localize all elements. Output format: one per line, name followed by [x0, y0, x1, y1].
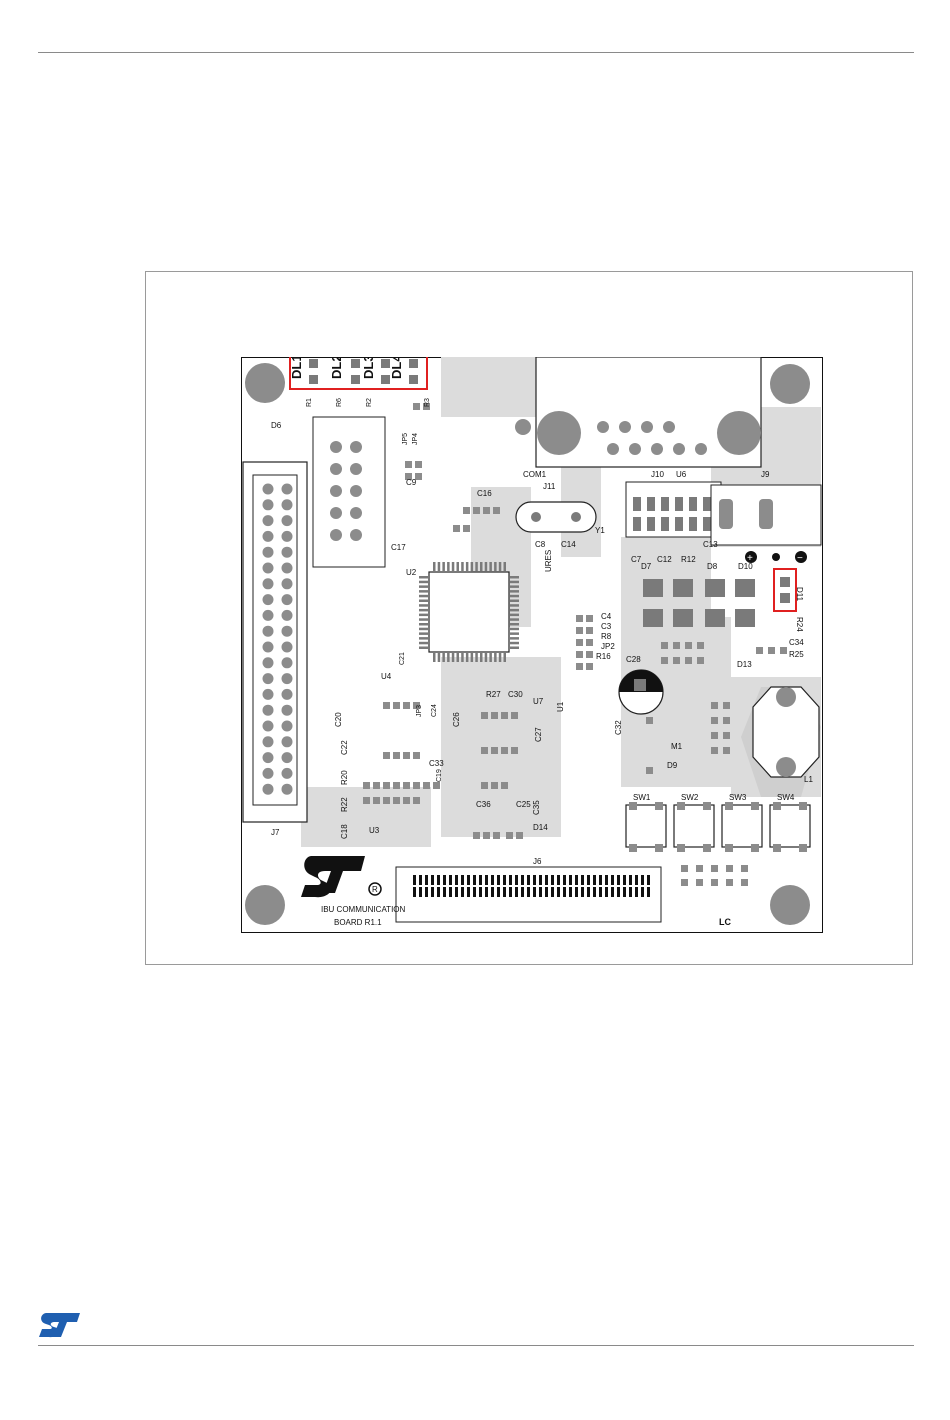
st-logo-icon [39, 1313, 80, 1338]
c25-label: C25 [516, 800, 531, 809]
r20-label: R20 [340, 770, 349, 785]
jp4-label: JP4 [412, 433, 419, 445]
c9-label: C9 [406, 478, 417, 487]
u4-label: U4 [381, 672, 392, 681]
u2-label: U2 [406, 568, 417, 577]
c16-label: C16 [477, 489, 492, 498]
u6-label: U6 [676, 470, 687, 479]
svg-text:+: + [747, 553, 753, 564]
board-title-line2: BOARD R1.1 [334, 918, 382, 927]
r16-label: R16 [596, 652, 611, 661]
d7-label: D7 [641, 562, 652, 571]
d13-label: D13 [737, 660, 752, 669]
r8-label: R8 [601, 632, 612, 641]
c22-label: C22 [340, 740, 349, 755]
m1-label: M1 [671, 742, 683, 751]
j9-label: J9 [761, 470, 770, 479]
svg-text:−: − [797, 553, 803, 564]
c34-label: C34 [789, 638, 804, 647]
c32-label: C32 [614, 720, 623, 735]
com1-label: COM1 [523, 470, 547, 479]
c28-label: C28 [626, 655, 641, 664]
c13-label: C13 [703, 540, 718, 549]
sw1-label: SW1 [633, 793, 651, 802]
c19-label: C19 [436, 769, 443, 782]
u3-label: U3 [369, 826, 380, 835]
c14-label: C14 [561, 540, 576, 549]
r27-label: R27 [486, 690, 501, 699]
c26-label: C26 [452, 712, 461, 727]
d10-label: D10 [738, 562, 753, 571]
c35-label: C35 [532, 800, 541, 815]
d9-label: D9 [667, 761, 678, 770]
j11-label: J11 [543, 482, 556, 491]
ures-label: URES [544, 550, 553, 572]
c27-label: C27 [534, 727, 543, 742]
c12-label: C12 [657, 555, 672, 564]
d8-label: D8 [707, 562, 718, 571]
y1-label: Y1 [595, 526, 605, 535]
r24-label: R24 [795, 617, 804, 632]
board-title-line1: IBU COMMUNICATION [321, 905, 406, 914]
j10-label: J10 [651, 470, 664, 479]
r12-label: R12 [681, 555, 696, 564]
r22-label: R22 [340, 797, 349, 812]
c24-label: C24 [431, 704, 438, 717]
corner-label: LC [719, 917, 731, 927]
c20-label: C20 [334, 712, 343, 727]
figure-frame: + − [145, 271, 913, 965]
pcb-board-diagram: + − [241, 357, 823, 933]
c17-label: C17 [391, 543, 406, 552]
d14-label: D14 [533, 823, 548, 832]
sw2-label: SW2 [681, 793, 699, 802]
l1-label: L1 [804, 775, 813, 784]
r3-label: R3 [424, 398, 431, 407]
jp2-label: JP2 [601, 642, 615, 651]
d11-label: D11 [795, 587, 804, 602]
r2-label: R2 [366, 398, 373, 407]
j7-label: J7 [271, 828, 280, 837]
j6-label: J6 [533, 857, 542, 866]
sw3-label: SW3 [729, 793, 747, 802]
dl1-label: DL1 [289, 357, 304, 379]
footer-rule [38, 1345, 914, 1346]
c36-label: C36 [476, 800, 491, 809]
c7-label: C7 [631, 555, 642, 564]
header-rule [38, 52, 914, 53]
c30-label: C30 [508, 690, 523, 699]
c21-label: C21 [399, 652, 406, 665]
r1-label: R1 [306, 398, 313, 407]
c33-label: C33 [429, 759, 444, 768]
r25-label: R25 [789, 650, 804, 659]
dl4-label: DL4 [389, 357, 404, 379]
jp5-label: JP5 [402, 433, 409, 445]
d6-label: D6 [271, 421, 282, 430]
jp3-label: JP3 [416, 705, 423, 717]
svg-text:R: R [372, 885, 378, 894]
dl2-label: DL2 [329, 357, 344, 379]
c3-label: C3 [601, 622, 612, 631]
c8-label: C8 [535, 540, 546, 549]
r6-label: R6 [336, 398, 343, 407]
u1-label: U1 [556, 701, 565, 712]
u7-label: U7 [533, 697, 544, 706]
c18-label: C18 [340, 824, 349, 839]
c4-label: C4 [601, 612, 612, 621]
dl3-label: DL3 [361, 357, 376, 379]
sw4-label: SW4 [777, 793, 795, 802]
